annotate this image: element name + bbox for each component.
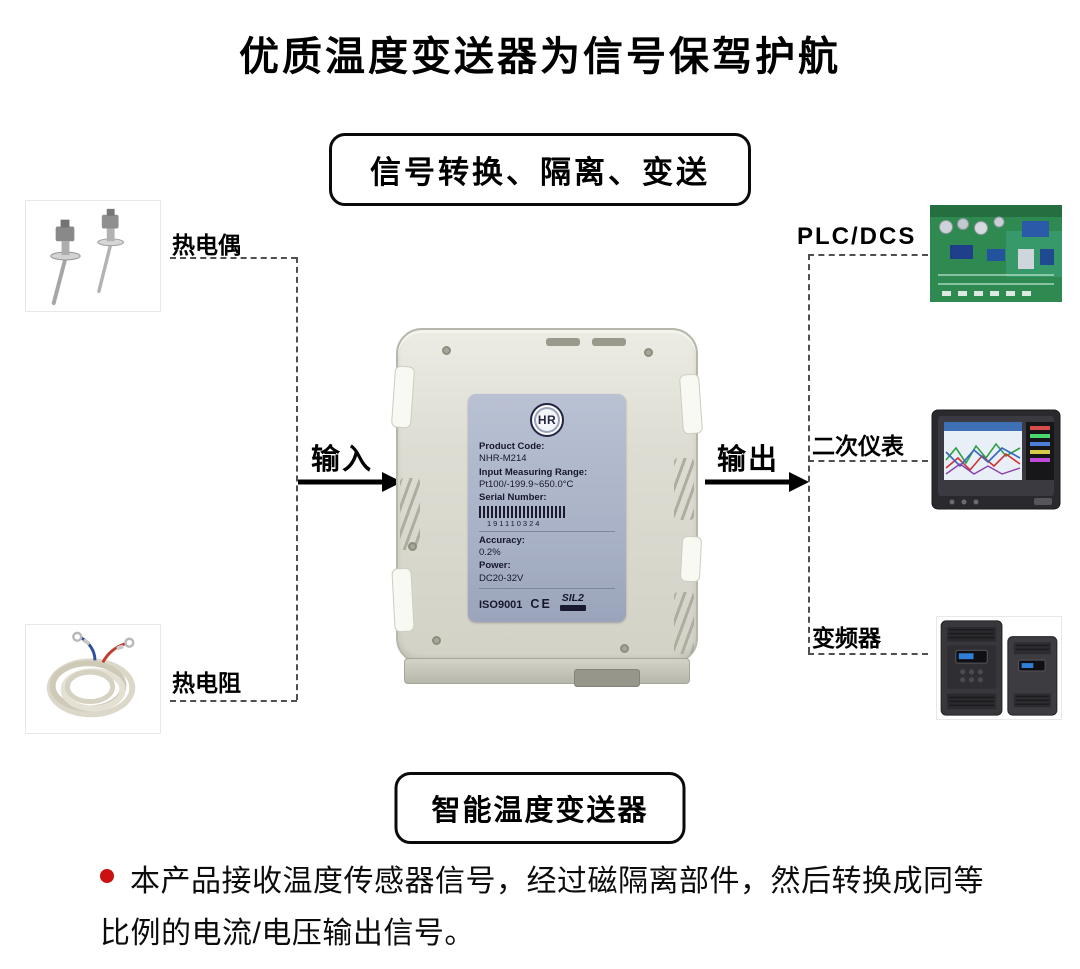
subtitle-badge: 信号转换、隔离、变送 [329, 133, 751, 206]
field-value: DC20-32V [479, 572, 524, 584]
housing-tab [679, 535, 703, 583]
screw [620, 644, 629, 653]
top-slot [546, 338, 580, 346]
housing-tab [390, 365, 416, 429]
ce-mark: CE [530, 596, 552, 611]
brand-logo: HR [530, 403, 564, 437]
vent-slots [674, 458, 694, 520]
paperless-recorder-image [930, 408, 1062, 511]
serial-number: 191110324 [487, 518, 542, 528]
field-value: 0.2% [479, 547, 501, 559]
dashed-line [808, 254, 810, 653]
dashed-line [808, 460, 928, 462]
output-arrow-icon [705, 468, 809, 496]
field-value: NHR-M214 [479, 453, 527, 465]
description-text: 本产品接收温度传感器信号，经过磁隔离部件，然后转换成同等比例的电流/电压输出信号… [100, 865, 984, 950]
frequency-inverter-image [936, 616, 1062, 720]
field-label: Power: [479, 560, 511, 572]
iso-cert-label: ISO9001 [479, 598, 523, 611]
rtd-illustration [26, 625, 160, 733]
divider [479, 530, 615, 532]
destination-label-plc-dcs: PLC/DCS [797, 223, 917, 250]
source-label-thermocouple: 热电偶 [172, 232, 241, 258]
destination-label-inverter: 变频器 [812, 625, 881, 651]
top-slot [592, 338, 626, 346]
dashed-line [170, 700, 297, 702]
inverter-illustration [937, 617, 1061, 719]
product-description: 本产品接收温度传感器信号，经过磁隔离部件，然后转换成同等比例的电流/电压输出信号… [100, 856, 1005, 959]
vent-slots [674, 592, 694, 654]
source-label-rtd: 热电阻 [172, 670, 241, 696]
screw [644, 348, 653, 357]
sil-cert-bar [559, 604, 586, 611]
bottom-badge: 智能温度变送器 [394, 772, 686, 844]
screw [408, 542, 417, 551]
bullet-icon [100, 869, 114, 883]
recorder-illustration [931, 409, 1061, 510]
serial-barcode [479, 505, 565, 518]
field-value: Pt100/-199.9~650.0°C [479, 479, 574, 491]
input-label: 输入 [311, 444, 374, 476]
screw [432, 636, 441, 645]
dashed-line [296, 257, 298, 700]
transmitter-device-image: HR Product Code: NHR-M214 Input Measurin… [388, 322, 706, 687]
plc-dcs-image [930, 205, 1062, 302]
field-label: Product Code: [479, 441, 545, 452]
device-housing: HR Product Code: NHR-M214 Input Measurin… [390, 328, 704, 664]
thermocouple-image [25, 200, 161, 312]
rtd-coil-image [25, 624, 161, 734]
circuit-board-illustration [930, 205, 1062, 302]
input-arrow-icon [298, 468, 402, 496]
housing-tab [391, 567, 415, 633]
thermocouple-illustration [26, 201, 160, 311]
field-label: Serial Number: [479, 492, 547, 504]
field-label: Input Measuring Range: [479, 466, 588, 478]
page-title: 优质温度变送器为信号保驾护航 [239, 35, 841, 79]
dashed-line [808, 653, 928, 655]
certifications-row: ISO9001 CE SIL2 [479, 593, 615, 611]
din-rail-foot [404, 658, 690, 684]
vent-slots [400, 478, 420, 550]
field-label: Accuracy: [479, 534, 525, 546]
destination-label-recorder: 二次仪表 [812, 433, 904, 459]
din-rail-clip [574, 669, 640, 687]
screw [442, 346, 451, 355]
dashed-line [808, 254, 928, 256]
housing-tab [678, 373, 704, 435]
output-label: 输出 [717, 444, 780, 476]
device-nameplate: HR Product Code: NHR-M214 Input Measurin… [468, 394, 626, 622]
divider [479, 588, 615, 590]
dashed-line [170, 257, 297, 259]
sil-cert-mark: SIL2 [559, 593, 586, 611]
